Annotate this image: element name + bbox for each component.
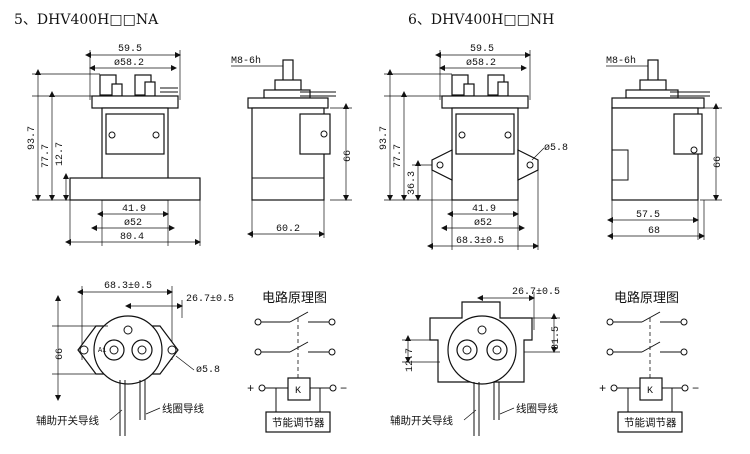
dim-77-7: 77.7 [41, 144, 52, 168]
dim-68-r: 68 [648, 226, 660, 237]
dim-dia-58-2-r: ø58.2 [466, 58, 496, 69]
minus-r: − [692, 382, 699, 396]
regulator-box-r: 节能调节器 [624, 416, 677, 429]
circuit-left: 电路原理图 K + − 节能调节器 [247, 290, 347, 433]
dim-12-7-r: 12.7 [405, 348, 416, 372]
label-coil-wire-r: 线圈导线 [516, 402, 558, 415]
dim-dia-52-r: ø52 [474, 218, 492, 229]
dim-93-7: 93.7 [27, 126, 38, 150]
circuit-title-r: 电路原理图 [614, 290, 679, 306]
front-view-left: 59.5 ø58.2 93.7 77.7 [27, 44, 201, 246]
side-view-left: M8-6h 66 60.2 [231, 55, 354, 238]
label-aux-wire-r: 辅助开关导线 [390, 414, 453, 427]
label-aux-wire: 辅助开关导线 [36, 414, 99, 427]
circuit-title: 电路原理图 [262, 290, 327, 306]
dim-hole-5-8: ø5.8 [196, 365, 220, 376]
thread-label: M8-6h [231, 55, 261, 67]
dim-80-4: 80.4 [120, 232, 144, 243]
coil-k: K [295, 386, 301, 397]
panel-left: 5、DHV400H□□NA 59.5 ø58.2 [14, 12, 354, 436]
dim-59-5: 59.5 [118, 44, 142, 55]
dim-66-side: 66 [343, 150, 354, 162]
dim-68-3-r: 68.3±0.5 [456, 236, 504, 247]
dim-68-3: 68.3±0.5 [104, 281, 152, 292]
dim-57-5-r: 57.5 [636, 210, 660, 221]
dim-hole-r: ø5.8 [544, 143, 568, 154]
dim-77-7-r: 77.7 [393, 144, 404, 168]
dim-41-9-r: 41.9 [472, 204, 496, 215]
panel-right: 6、DHV400H□□NH 59.5 ø58.2 ø5.8 [379, 12, 724, 436]
coil-k-r: K [647, 386, 653, 397]
circuit-right: 电路原理图 K + − 节能调节器 [599, 290, 699, 433]
label-coil-wire: 线圈导线 [162, 402, 204, 415]
plus: + [247, 382, 254, 396]
side-view-right: M8-6h 66 57.5 68 [606, 55, 724, 240]
dim-26-7-r: 26.7±0.5 [512, 287, 560, 298]
dim-dia-52: ø52 [124, 218, 142, 229]
plus-r: + [599, 382, 606, 396]
heading-right: 6、DHV400H□□NH [408, 12, 554, 28]
front-view-right: 59.5 ø58.2 ø5.8 93.7 77.7 [379, 44, 568, 250]
dim-66-side-r: 66 [713, 156, 724, 168]
dim-36-3-r: 36.3 [407, 171, 418, 195]
minus: − [340, 382, 347, 396]
bottom-view-right: 26.7±0.5 31.5 12.7 辅助 [390, 287, 562, 436]
svg-text:A1: A1 [98, 347, 106, 355]
dim-66-bottom: 66 [55, 348, 66, 360]
regulator-box: 节能调节器 [272, 416, 325, 429]
dim-60-2: 60.2 [276, 224, 300, 235]
thread-label-r: M8-6h [606, 55, 636, 67]
dim-12-7: 12.7 [55, 142, 66, 166]
dim-dia-58-2: ø58.2 [114, 58, 144, 69]
dim-31-5-r: 31.5 [551, 326, 562, 350]
dim-41-9: 41.9 [122, 204, 146, 215]
dim-93-7-r: 93.7 [379, 126, 390, 150]
dim-26-7: 26.7±0.5 [186, 294, 234, 305]
bottom-view-left: 68.3±0.5 26.7±0.5 A1 [36, 281, 234, 436]
heading-left: 5、DHV400H□□NA [14, 12, 159, 28]
dim-59-5-r: 59.5 [470, 44, 494, 55]
